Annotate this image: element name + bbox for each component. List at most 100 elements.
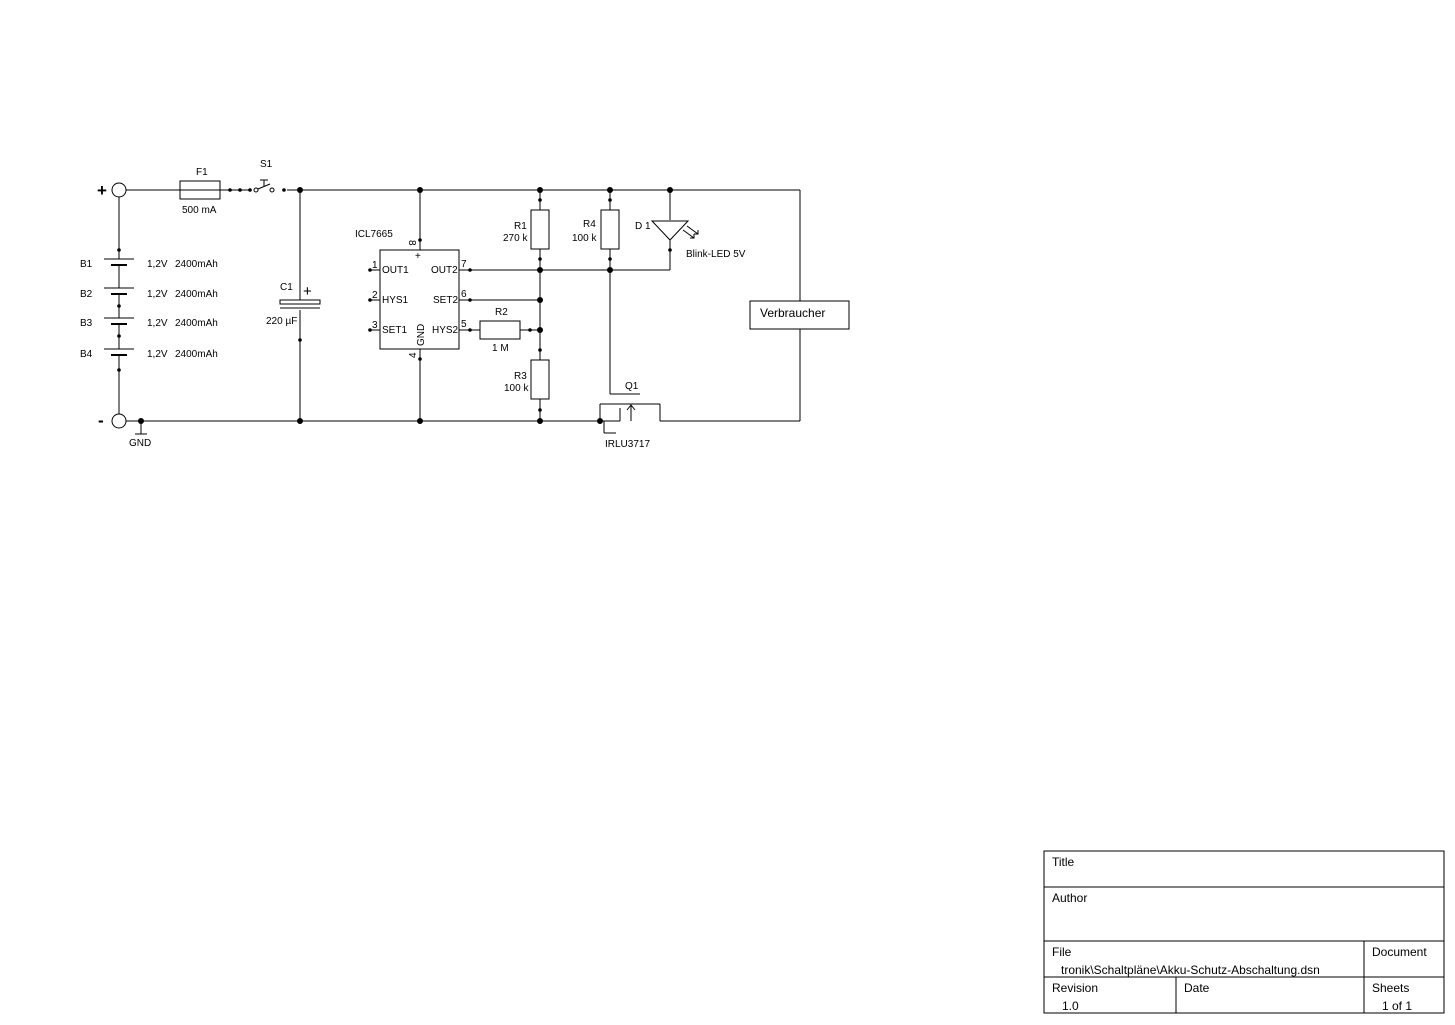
ic-icl7665: ICL7665 8 + 4 GND 1 OUT1 2 HYS1 3 SET1 7…: [355, 190, 472, 421]
switch-s1: S1: [228, 159, 286, 193]
junction-dot: [417, 418, 423, 424]
battery-capacity: 2400mAh: [175, 318, 218, 329]
pin-label: SET1: [382, 325, 407, 336]
battery-ref: B3: [80, 318, 93, 329]
pin-number: 3: [372, 320, 378, 331]
switch-ref: S1: [260, 159, 273, 170]
mosfet-q1: Q1 IRLU3717: [599, 381, 661, 450]
sheets-value: 1 of 1: [1382, 999, 1412, 1013]
pin-label: HYS1: [382, 295, 409, 306]
led-ref: D 1: [635, 221, 651, 232]
battery-b2: B2 1,2V 2400mAh: [80, 285, 218, 315]
battery-b1: B1 1,2V 2400mAh: [80, 250, 218, 285]
resistor-ref: R3: [514, 371, 527, 382]
plus-sign: +: [97, 181, 107, 200]
junction-dot: [607, 187, 613, 193]
fuse-value: 500 mA: [182, 205, 217, 216]
pin-number: 2: [372, 290, 378, 301]
capacitor-ref: C1: [280, 282, 293, 293]
bottom-rail: [126, 329, 801, 422]
capacitor-c1: C1 + 220 µF: [266, 190, 321, 421]
battery-capacity: 2400mAh: [175, 259, 218, 270]
document-label: Document: [1372, 945, 1427, 959]
junction-dot: [297, 418, 303, 424]
junction-dot: [417, 187, 423, 193]
author-label: Author: [1052, 891, 1087, 905]
resistor-r2: R2 1 M: [479, 307, 540, 354]
battery-b3: B3 1,2V 2400mAh: [80, 315, 218, 345]
junction-dots: [138, 187, 673, 424]
pin-label: OUT2: [431, 265, 458, 276]
resistor-ref: R1: [514, 221, 527, 232]
junction-dot: [597, 418, 603, 424]
load-label: Verbraucher: [760, 306, 825, 320]
battery-b4: B4 1,2V 2400mAh: [80, 345, 218, 370]
junction-dot: [138, 418, 144, 424]
pin-number: 4: [408, 352, 419, 358]
junction-dot: [537, 297, 543, 303]
sheets-label: Sheets: [1372, 981, 1409, 995]
pin-label: OUT1: [382, 265, 409, 276]
junction-dot: [537, 327, 543, 333]
resistor-value: 1 M: [492, 343, 509, 354]
battery-ref: B1: [80, 259, 93, 270]
mosfet-ref: Q1: [625, 381, 639, 392]
led-d1: D 1 Blink-LED 5V: [635, 190, 746, 270]
battery-capacity: 2400mAh: [175, 349, 218, 360]
vplus-sign: +: [415, 251, 421, 262]
resistor-r1: R1 270 k: [503, 190, 550, 360]
pin-number: 7: [461, 259, 467, 270]
junction-dot: [537, 267, 543, 273]
battery-voltage: 1,2V: [147, 259, 168, 270]
capacitor-polarity: +: [303, 283, 312, 300]
date-label: Date: [1184, 981, 1210, 995]
minus-sign: -: [98, 411, 104, 430]
load-box: Verbraucher: [749, 300, 850, 330]
battery-voltage: 1,2V: [147, 349, 168, 360]
ic-name: ICL7665: [355, 229, 393, 240]
file-value: tronik\Schaltpläne\Akku-Schutz-Abschaltu…: [1061, 963, 1320, 977]
battery-voltage: 1,2V: [147, 318, 168, 329]
top-rail: [126, 189, 801, 301]
battery-ref: B2: [80, 289, 93, 300]
fuse-f1: F1 500 mA: [179, 167, 221, 216]
pin-number: 6: [461, 289, 467, 300]
negative-terminal: -: [98, 411, 127, 430]
battery-voltage: 1,2V: [147, 289, 168, 300]
junction-dot: [297, 187, 303, 193]
revision-value: 1.0: [1062, 999, 1079, 1013]
resistor-value: 100 k: [504, 383, 529, 394]
resistor-r4: R4 100 k: [572, 190, 620, 394]
pin-number: 8: [406, 240, 417, 246]
junction-dot: [537, 187, 543, 193]
resistor-value: 270 k: [503, 233, 528, 244]
pin-number: 1: [372, 260, 378, 271]
mosfet-value: IRLU3717: [605, 439, 650, 450]
junction-dot: [667, 187, 673, 193]
resistor-value: 100 k: [572, 233, 597, 244]
junction-dot: [607, 267, 613, 273]
resistor-r3: R3 100 k: [504, 348, 550, 421]
fuse-ref: F1: [196, 167, 208, 178]
battery-ref: B4: [80, 349, 93, 360]
pin-number: 5: [461, 319, 467, 330]
resistor-ref: R2: [495, 307, 508, 318]
battery-capacity: 2400mAh: [175, 289, 218, 300]
ic-output-wires: [470, 269, 670, 331]
ground-symbol: GND: [129, 421, 151, 449]
junction-dot: [537, 418, 543, 424]
led-value: Blink-LED 5V: [686, 249, 746, 260]
positive-terminal: +: [97, 181, 127, 200]
gnd-label: GND: [129, 438, 151, 449]
pin-gnd-label: GND: [416, 324, 427, 346]
title-label: Title: [1052, 855, 1075, 869]
file-label: File: [1052, 945, 1072, 959]
battery-stack: B1 1,2V 2400mAh B2 1,2V 2400mAh B3 1,2V …: [80, 197, 218, 414]
title-block: Title Author File tronik\Schaltpläne\Akk…: [1043, 850, 1445, 1014]
capacitor-value: 220 µF: [266, 316, 297, 327]
pin-label: SET2: [433, 295, 458, 306]
resistor-ref: R4: [583, 219, 596, 230]
revision-label: Revision: [1052, 981, 1098, 995]
pin-label: HYS2: [432, 325, 459, 336]
